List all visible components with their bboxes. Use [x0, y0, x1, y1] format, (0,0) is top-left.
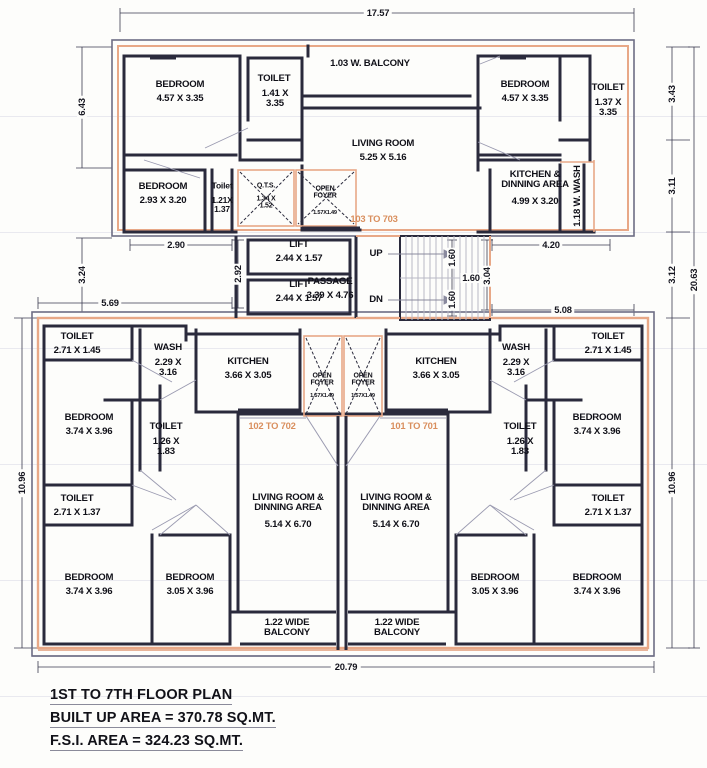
paper-rule-line [0, 464, 707, 465]
foyer-door-swings [240, 415, 446, 467]
lower-foyer-diagonals [305, 337, 381, 415]
door-swing-lines [131, 55, 555, 536]
plan-title-line-1-text: 1ST TO 7TH FLOOR PLAN [50, 687, 233, 705]
paper-rule-line [0, 580, 707, 581]
plan-title-line-3: F.S.I. AREA = 324.23 SQ.MT. [50, 733, 244, 751]
paper-rule-line [0, 116, 707, 117]
staircase [388, 235, 491, 321]
paper-rule-line [0, 696, 707, 697]
plan-title-line-2-text: BUILT UP AREA = 370.78 SQ.MT. [50, 710, 276, 728]
central-shaft [336, 416, 348, 650]
paper-rule-line [0, 348, 707, 349]
lower-foyer-outline [303, 335, 383, 417]
plan-title-line-2: BUILT UP AREA = 370.78 SQ.MT. [50, 710, 276, 728]
paper-rule-line [0, 232, 707, 233]
corridor-outline [356, 235, 491, 319]
outer-structure [31, 39, 655, 657]
plan-title-line-1: 1ST TO 7TH FLOOR PLAN [50, 687, 233, 705]
lower-right-walls [344, 324, 644, 646]
qts-foyer-diagonals [239, 171, 355, 225]
door-openings [150, 56, 582, 646]
lower-left-walls [42, 324, 342, 646]
lower-balconies [240, 610, 446, 646]
plan-title-line-3-text: F.S.I. AREA = 324.23 SQ.MT. [50, 733, 244, 751]
upper-walls [122, 44, 596, 234]
upper-right-wash-outline [560, 160, 595, 232]
lift-passage-walls [234, 236, 358, 318]
qts-foyer-outline [237, 169, 357, 227]
